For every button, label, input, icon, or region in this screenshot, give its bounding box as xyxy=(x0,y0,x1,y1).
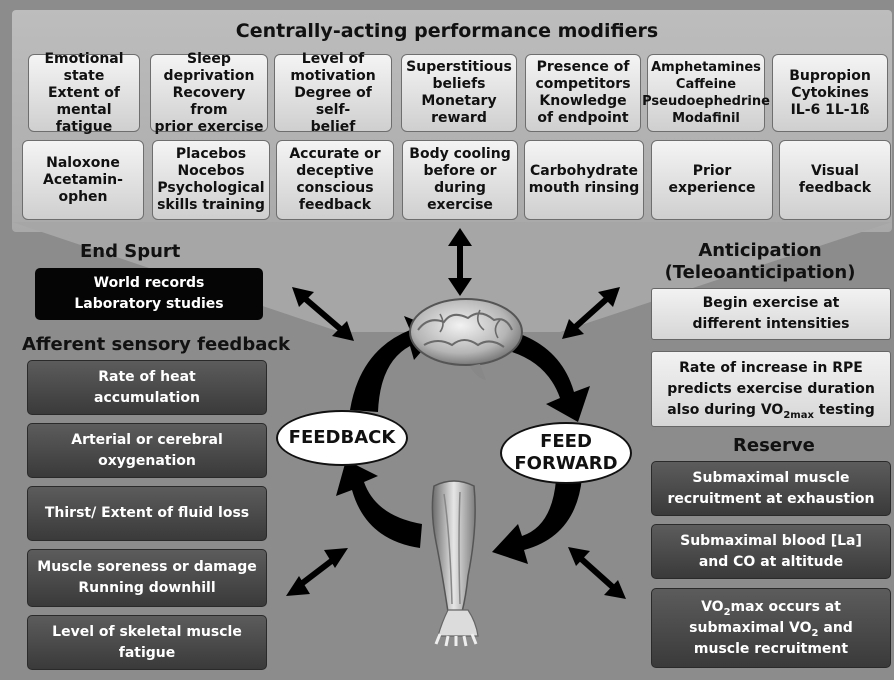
modifier-superstitious-beliefs: Superstitious beliefs Monetary reward xyxy=(401,54,517,132)
afferent-muscle-soreness: Muscle soreness or damage Running downhi… xyxy=(27,549,267,607)
modifier-prior-experience: Prior experience xyxy=(651,140,773,220)
modifier-sleep-deprivation: Sleep deprivation Recovery from prior ex… xyxy=(150,51,268,135)
afferent-heading: Afferent sensory feedback xyxy=(22,334,290,355)
modifier-visual-feedback: Visual feedback xyxy=(779,140,891,220)
anticipation-begin-exercise: Begin exercise at different intensities xyxy=(651,288,891,340)
muscle-leg-icon xyxy=(431,480,479,647)
reserve-heading: Reserve xyxy=(733,435,815,456)
modifier-cytokines: Bupropion Cytokines IL-6 1L-1ß xyxy=(772,54,888,132)
loop-arrow-bottom-left-icon xyxy=(336,460,422,548)
modifier-carbohydrate-rinsing: Carbohydrate mouth rinsing xyxy=(524,140,644,220)
modifier-body-cooling: Body cooling before or during exercise xyxy=(402,140,518,220)
reserve-vo2max: VO2max occurs at submaximal VO2 and musc… xyxy=(651,588,891,668)
feedforward-label: FEED FORWARD xyxy=(500,422,632,484)
afferent-thirst: Thirst/ Extent of fluid loss xyxy=(27,486,267,541)
afferent-muscle-fatigue: Level of skeletal muscle fatigue xyxy=(27,615,267,670)
double-arrow-vertical-icon xyxy=(448,228,472,296)
reserve-blood-lactate: Submaximal blood [La] and CO at altitude xyxy=(651,524,891,579)
modifier-motivation: Level of motivation Degree of self- beli… xyxy=(274,51,392,135)
modifier-competitors: Presence of competitors Knowledge of end… xyxy=(525,54,641,132)
double-arrow-upper-right-icon xyxy=(562,287,620,339)
end-spurt-heading: End Spurt xyxy=(80,241,181,262)
double-arrow-upper-left-icon xyxy=(292,287,354,341)
brain-icon xyxy=(409,298,523,380)
anticipation-rpe: Rate of increase in RPE predicts exercis… xyxy=(651,351,891,427)
afferent-oxygenation: Arterial or cerebral oxygenation xyxy=(27,423,267,478)
end-spurt-box: World records Laboratory studies xyxy=(35,268,263,320)
modifier-emotional-state: Emotional state Extent of mental fatigue xyxy=(28,51,140,135)
double-arrow-lower-left-icon xyxy=(286,548,348,596)
page-title: Centrally-acting performance modifiers xyxy=(235,20,659,42)
loop-arrow-top-right-icon xyxy=(512,334,590,422)
modifier-placebos: Placebos Nocebos Psychological skills tr… xyxy=(152,140,270,220)
modifier-stimulants: Amphetamines Caffeine Pseudoephedrine Mo… xyxy=(642,54,770,132)
double-arrow-lower-right-icon xyxy=(568,547,626,599)
feedback-label: FEEDBACK xyxy=(276,410,408,466)
loop-arrow-bottom-right-icon xyxy=(492,478,582,564)
anticipation-heading: Anticipation (Teleoanticipation) xyxy=(664,240,856,283)
reserve-muscle-recruitment: Submaximal muscle recruitment at exhaust… xyxy=(651,461,891,516)
modifier-naloxone: Naloxone Acetamin- ophen xyxy=(22,140,144,220)
modifier-conscious-feedback: Accurate or deceptive conscious feedback xyxy=(276,140,394,220)
afferent-heat-accumulation: Rate of heat accumulation xyxy=(27,360,267,415)
